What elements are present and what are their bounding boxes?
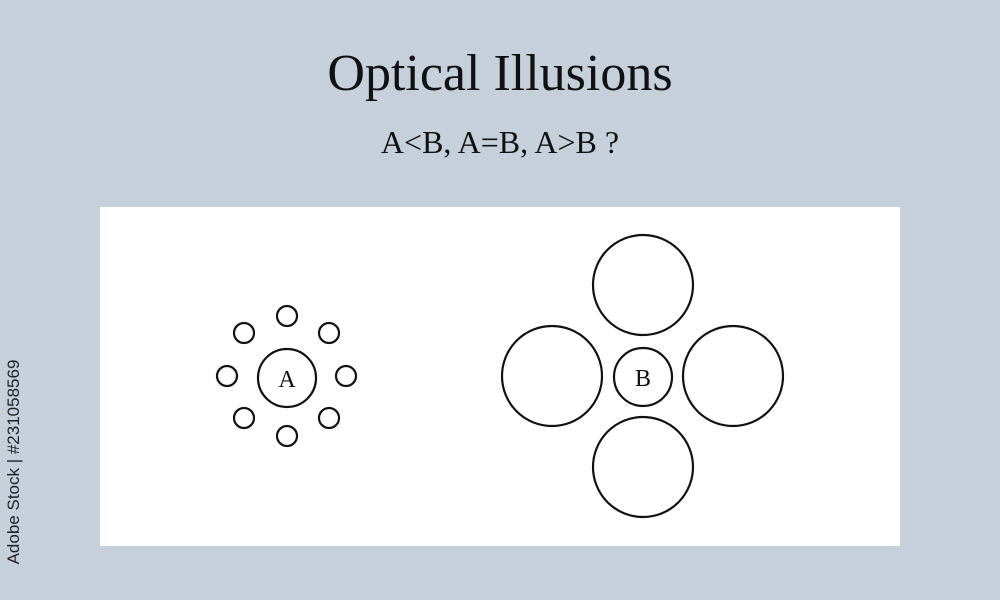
- small-circle: [215, 364, 239, 388]
- large-circle: [591, 415, 695, 519]
- small-circle: [275, 304, 299, 328]
- page-subtitle: A<B, A=B, A>B ?: [380, 124, 620, 160]
- small-circle: [275, 424, 299, 448]
- large-circle: [591, 233, 695, 337]
- small-circle: [232, 406, 256, 430]
- circle-b-center: [612, 346, 674, 408]
- small-circle: [232, 321, 256, 345]
- large-circle: [681, 324, 785, 428]
- small-circle: [334, 364, 358, 388]
- stock-watermark: Adobe Stock | #231058569: [2, 340, 28, 600]
- page-title: Optical Illusions: [327, 45, 673, 102]
- small-circle: [317, 406, 341, 430]
- label-a: A: [278, 367, 296, 393]
- label-b: B: [635, 366, 651, 392]
- small-circle: [317, 321, 341, 345]
- large-circle: [500, 324, 604, 428]
- watermark-text: Adobe Stock | #231058569: [4, 359, 23, 565]
- illusion-panel: A B: [100, 207, 900, 546]
- circle-a-center: [256, 347, 318, 409]
- ebbinghaus-diagram: A B: [215, 233, 785, 519]
